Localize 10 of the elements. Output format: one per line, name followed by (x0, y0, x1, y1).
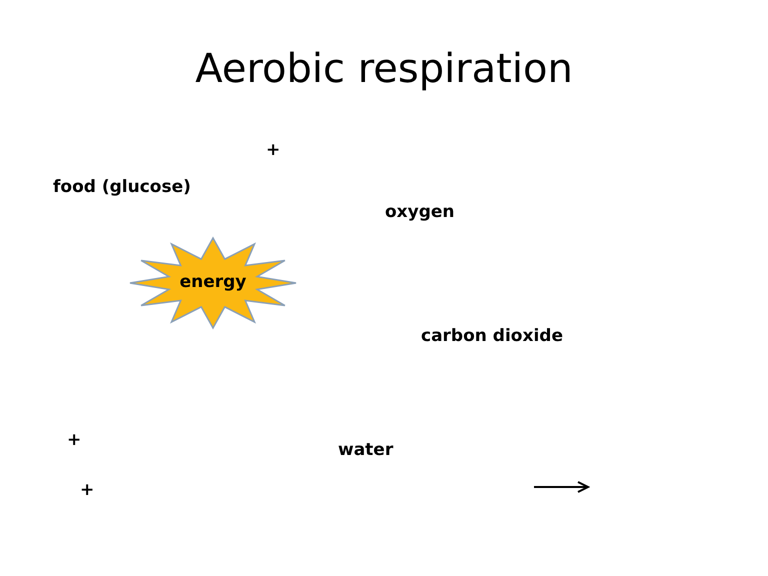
text-label: + (67, 429, 82, 452)
text-label: carbon dioxide (421, 325, 563, 348)
text-label: + (80, 479, 94, 502)
starburst-shape (128, 236, 298, 330)
slide-title: Aerobic respiration (195, 45, 573, 94)
text-label: + (266, 139, 280, 162)
node-text: energy (180, 271, 246, 294)
text-label: food (glucose) (53, 176, 191, 199)
text-label: oxygen (385, 201, 455, 224)
text-label: water (338, 439, 394, 462)
